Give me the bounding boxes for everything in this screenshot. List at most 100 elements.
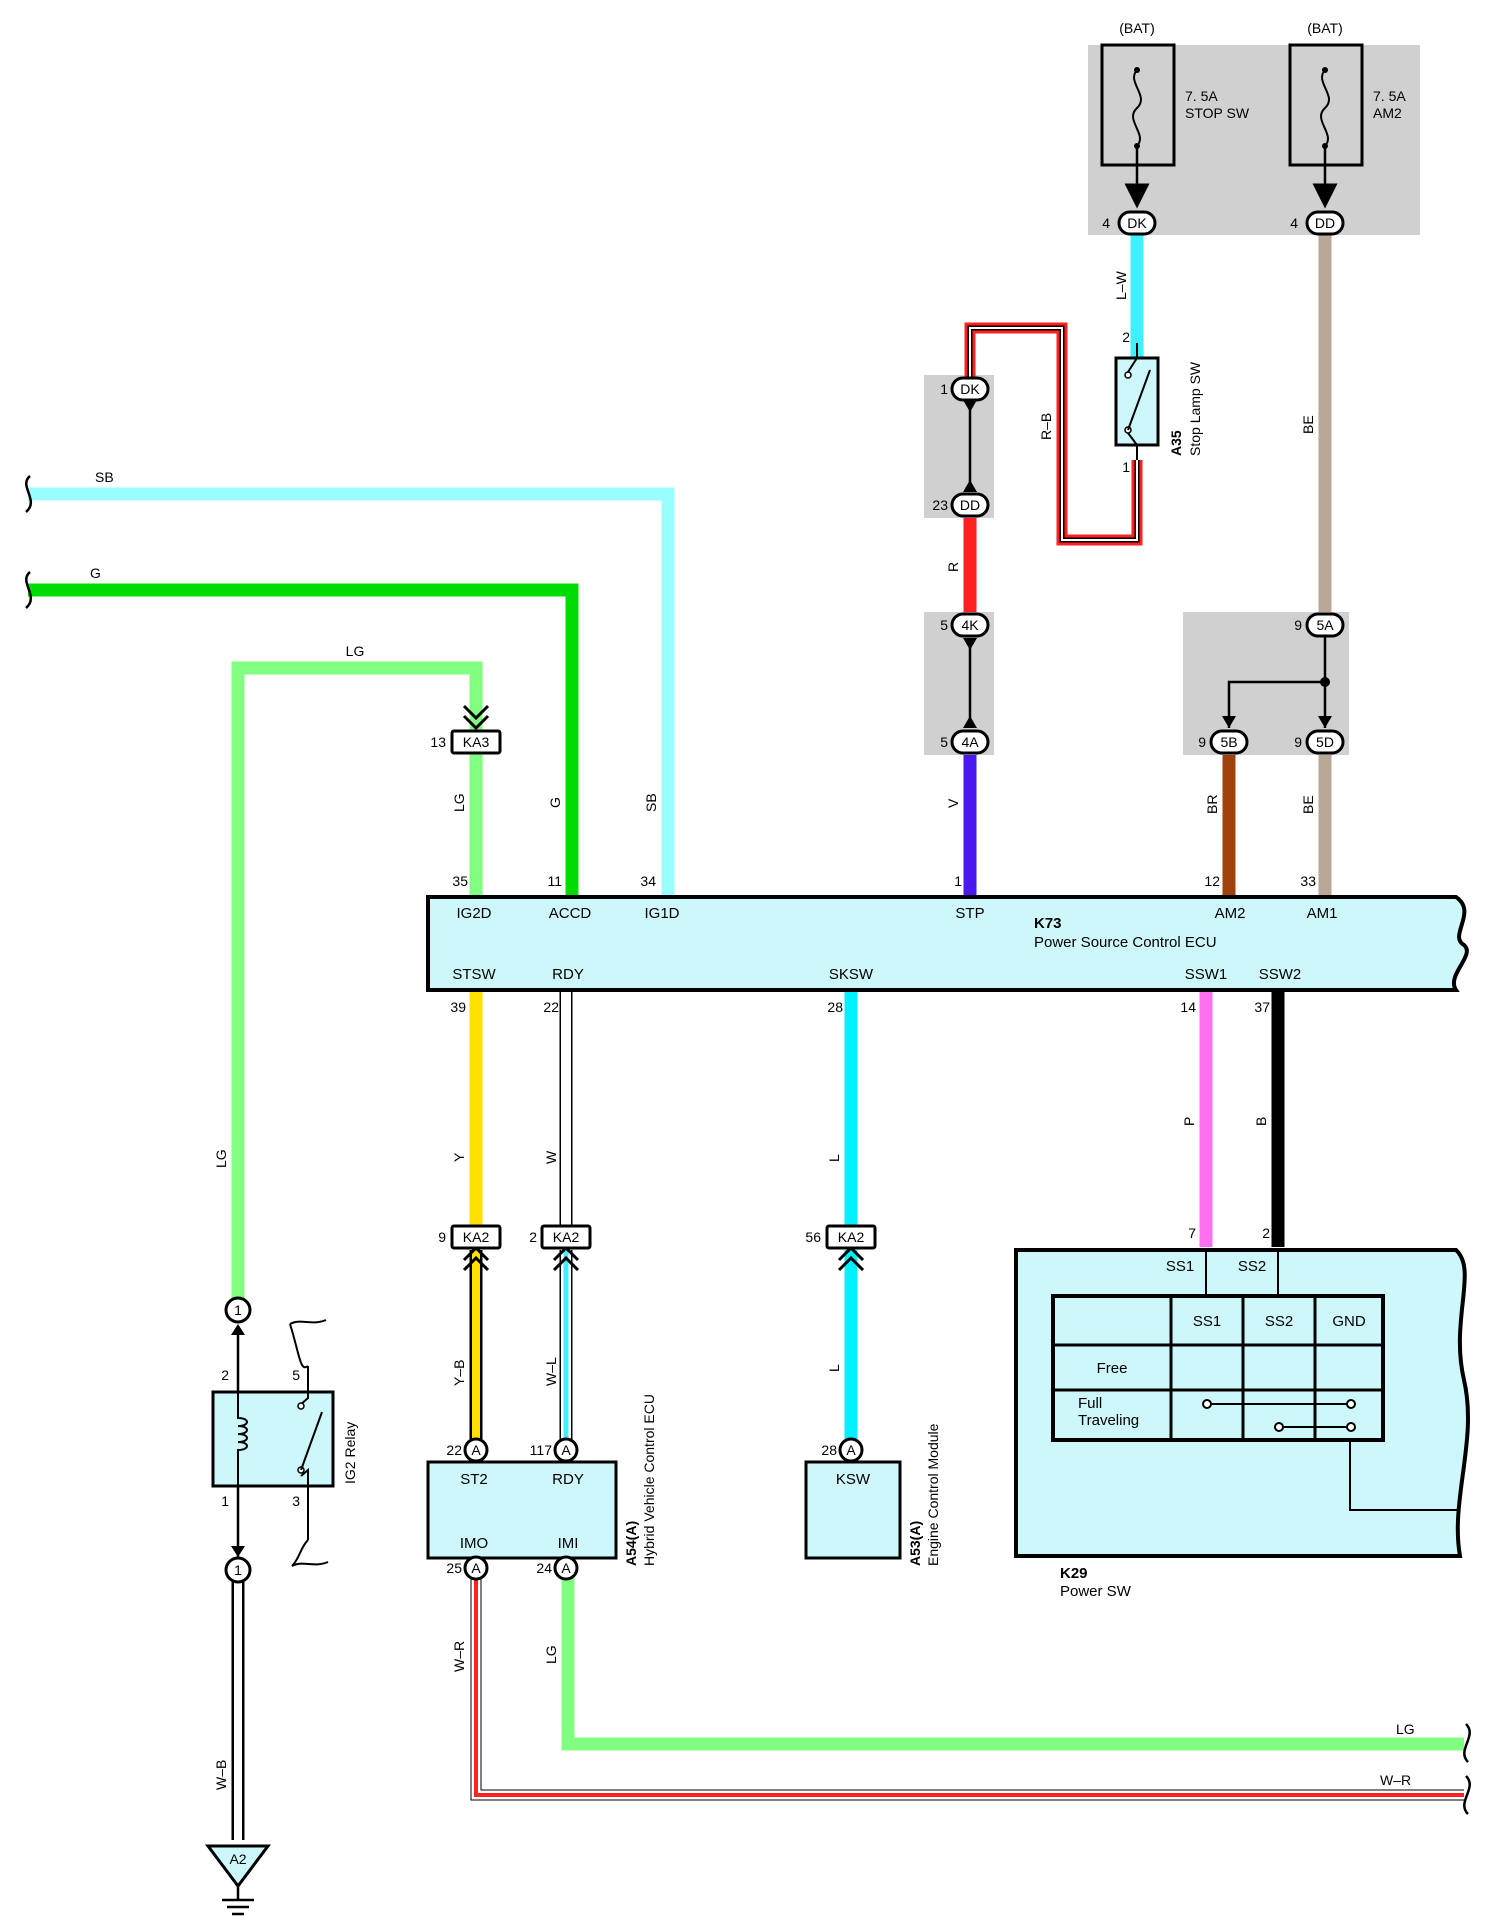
break-wr-right xyxy=(1463,1775,1471,1815)
label-lw: L–W xyxy=(1113,270,1129,300)
break-lg-right xyxy=(1463,1723,1471,1763)
label-lg-up: LG xyxy=(451,793,467,812)
ecm-code: A53(A) xyxy=(907,1521,923,1566)
stop-sw-code: A35 xyxy=(1168,430,1184,456)
svg-text:39: 39 xyxy=(450,999,466,1015)
label-lg-low: LG xyxy=(543,1645,559,1664)
ecm-conn-28 xyxy=(838,1437,864,1463)
label-br: BR xyxy=(1204,795,1220,814)
connector-dk-fuse xyxy=(1117,210,1157,236)
fuse-stop-name: STOP SW xyxy=(1185,105,1250,121)
label-left-lg: LG xyxy=(346,643,365,659)
label-left-g: G xyxy=(90,565,101,581)
power-sw-ss2: SS2 xyxy=(1238,1258,1266,1275)
svg-text:STP: STP xyxy=(955,905,984,922)
hv-ecu-conn-117 xyxy=(553,1437,579,1463)
hv-ecu-conn-24-id: A xyxy=(561,1560,571,1576)
label-rb: R–B xyxy=(1038,413,1054,440)
label-sb-up: SB xyxy=(643,793,659,812)
connector-4k-id: 4K xyxy=(961,617,979,633)
hv-ecu-conn-24 xyxy=(553,1555,579,1581)
ground-symbol xyxy=(205,1844,271,1916)
connector-ka3 xyxy=(450,729,502,755)
relay-name: IG2 Relay xyxy=(342,1422,358,1484)
connector-5b-id: 5B xyxy=(1220,734,1237,750)
relay-conn-bottom xyxy=(224,1556,252,1584)
k73-pin-ssw1: SSW1 14 xyxy=(1180,966,1227,1015)
connector-ka2-w-pin: 2 xyxy=(529,1229,537,1245)
table-row-free: Free xyxy=(1097,1360,1128,1377)
connector-4a xyxy=(950,729,990,755)
k73-pin-accd: 11 ACCD xyxy=(547,873,591,922)
svg-text:IG2D: IG2D xyxy=(456,905,491,922)
power-sw-name: Power SW xyxy=(1060,1583,1132,1600)
table-header-ss1: SS1 xyxy=(1193,1313,1221,1330)
label-v: V xyxy=(945,798,961,808)
hv-ecu-pin-117: 117 xyxy=(530,1442,553,1458)
svg-text:AM2: AM2 xyxy=(1215,905,1246,922)
svg-text:28: 28 xyxy=(827,999,843,1015)
connector-4a-id: 4A xyxy=(961,734,979,750)
table-header-gnd: GND xyxy=(1332,1313,1366,1330)
svg-text:ACCD: ACCD xyxy=(549,905,592,922)
svg-text:14: 14 xyxy=(1180,999,1196,1015)
svg-text:SKSW: SKSW xyxy=(829,966,874,983)
hv-ecu-code: A54(A) xyxy=(623,1521,639,1566)
connector-5b-pin: 9 xyxy=(1198,734,1206,750)
connector-ka3-id: KA3 xyxy=(463,734,490,750)
power-sw-pin7: 7 xyxy=(1188,1225,1196,1241)
wire-wr-red xyxy=(474,1578,1464,1797)
label-be-low: BE xyxy=(1300,795,1316,814)
connector-ka2-y-pin: 9 xyxy=(438,1229,446,1245)
svg-text:IG1D: IG1D xyxy=(644,905,679,922)
relay-arrow-bottom xyxy=(231,1546,245,1557)
relay-pin-2: 2 xyxy=(221,1367,229,1383)
label-g-up: G xyxy=(547,797,563,808)
svg-text:34: 34 xyxy=(640,873,656,889)
stop-sw-pin-bottom: 1 xyxy=(1122,459,1130,475)
hv-ecu-conn-22 xyxy=(463,1437,489,1463)
hv-ecu-box xyxy=(426,1460,618,1560)
power-sw-pin2: 2 xyxy=(1262,1225,1270,1241)
hv-ecu-pin-24: 24 xyxy=(536,1560,552,1576)
power-sw-code: K29 xyxy=(1060,1565,1088,1582)
connector-4a-pin: 5 xyxy=(940,734,948,750)
label-b: B xyxy=(1253,1117,1269,1126)
connector-5a-pin: 9 xyxy=(1294,617,1302,633)
k73-pin-ssw2: SSW2 37 xyxy=(1254,966,1301,1015)
wire-wr-white xyxy=(471,1578,1464,1800)
connector-dd-fuse-pin: 4 xyxy=(1290,215,1298,231)
connector-dk-id: DK xyxy=(960,381,980,397)
label-be-top: BE xyxy=(1300,415,1316,434)
hv-ecu-label-imo: IMO xyxy=(460,1535,488,1552)
k73-pin-ig1d: 34 IG1D xyxy=(640,873,679,922)
ecm-name: Engine Control Module xyxy=(925,1423,941,1566)
relay-conn-top xyxy=(224,1296,252,1324)
connector-dk-fuse-pin: 4 xyxy=(1102,215,1110,231)
connector-5d-pin: 9 xyxy=(1294,734,1302,750)
k73-pin-ig2d: 35 IG2D xyxy=(452,873,491,922)
stop-sw-pin-top: 2 xyxy=(1122,329,1130,345)
svg-text:33: 33 xyxy=(1300,873,1316,889)
svg-text:STSW: STSW xyxy=(452,966,496,983)
break-sb xyxy=(25,475,33,513)
label-lg-right: LG xyxy=(1396,1721,1415,1737)
hv-ecu-conn-22-id: A xyxy=(471,1442,481,1458)
stop-sw-name: Stop Lamp SW xyxy=(1187,361,1203,456)
ka2-arrows xyxy=(462,1245,865,1272)
fuse-am2-rating: 7. 5A xyxy=(1373,88,1406,104)
label-yb: Y–B xyxy=(451,1360,467,1386)
ecu-k73-code: K73 xyxy=(1034,915,1062,932)
connector-ka2-l-id: KA2 xyxy=(838,1229,865,1245)
junction-arrows-5a-5d xyxy=(1222,716,1332,728)
fuse-am2 xyxy=(1288,43,1364,209)
relay-pin-1: 1 xyxy=(221,1493,229,1509)
wire-g xyxy=(28,583,579,895)
svg-text:11: 11 xyxy=(547,873,562,889)
fuse-block-background xyxy=(1088,45,1420,235)
connector-ka2-y-id: KA2 xyxy=(463,1229,490,1245)
ground-id: A2 xyxy=(229,1851,246,1867)
relay-arrow-top xyxy=(231,1324,245,1335)
wire-wr xyxy=(470,1578,1464,1801)
